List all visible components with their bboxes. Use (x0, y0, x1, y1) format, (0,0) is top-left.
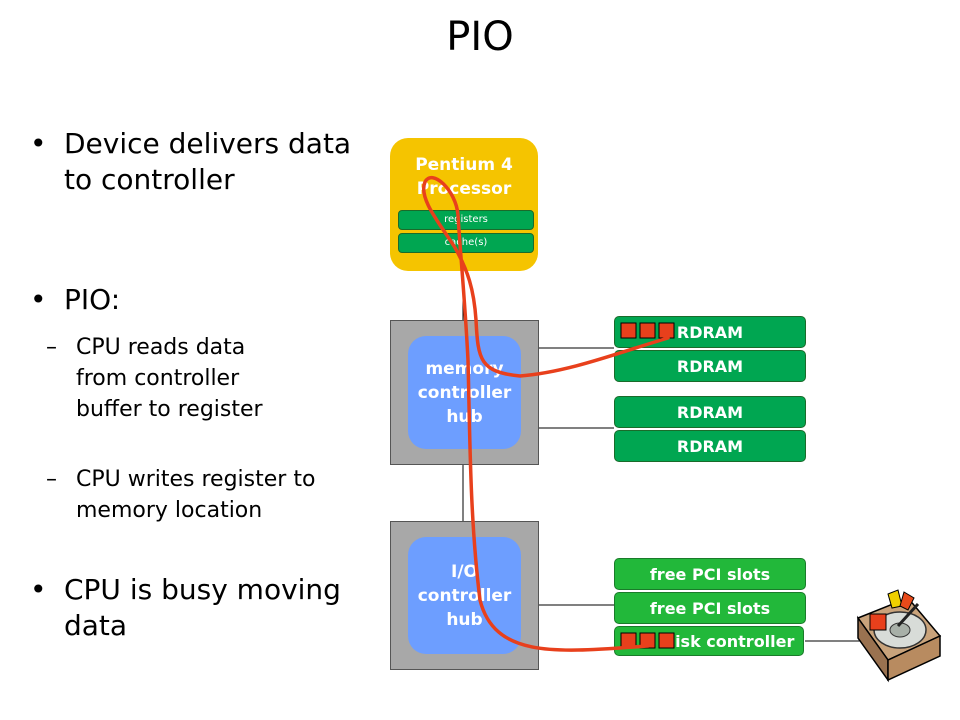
pci-slot: free PCI slots (614, 558, 806, 590)
sub-bullet-item: – CPU writes register to memory location (30, 464, 316, 526)
sub-bullet-marker: – (46, 335, 57, 360)
sub-bullet-text: CPU writes register to memory location (76, 467, 316, 523)
bullet-text: CPU is busy moving data (64, 573, 341, 642)
cpu-label-line2: Processor (416, 179, 512, 199)
rdram-module: RDRAM (614, 430, 806, 462)
pci-slot: free PCI slots (614, 592, 806, 624)
ich-label-line1: I/O (451, 561, 478, 582)
mch-label-line2: controller (417, 382, 512, 403)
cpu-label-line1: Pentium 4 (415, 155, 513, 175)
controller-buffer-square (658, 632, 675, 649)
sub-bullet-marker: – (46, 467, 57, 492)
rdram-module: RDRAM (614, 396, 806, 428)
ich-label-line2: controller (417, 585, 512, 606)
mch-box: memory controller hub (390, 320, 539, 465)
hard-disk-icon (856, 589, 942, 683)
bullet-item: • PIO: (30, 282, 120, 318)
slide-title: PIO (446, 14, 514, 60)
bullet-text: Device delivers data to controller (64, 127, 352, 196)
memory-buffer-square (658, 322, 675, 339)
memory-buffer-square (620, 322, 637, 339)
rdram-module: RDRAM (614, 350, 806, 382)
mch-label-line3: hub (446, 406, 483, 427)
memory-controller-hub: memory controller hub (408, 336, 521, 449)
controller-buffer-square (639, 632, 656, 649)
bullet-marker: • (30, 283, 47, 316)
bullet-marker: • (30, 573, 47, 606)
ich-label-line3: hub (446, 609, 483, 630)
cpu-block: Pentium 4 Processor registers cache(s) (390, 138, 538, 271)
memory-buffer-square (639, 322, 656, 339)
sub-bullet-text: CPU reads data from controller buffer to… (76, 335, 263, 422)
bullet-marker: • (30, 127, 47, 160)
pio-data-path (421, 175, 670, 652)
bullet-item: • Device delivers data to controller (30, 126, 354, 198)
bullet-text: PIO: (64, 283, 121, 316)
sub-bullet-item: – CPU reads data from controller buffer … (30, 332, 286, 425)
caches-block: cache(s) (398, 233, 534, 253)
bullet-item: • CPU is busy moving data (30, 572, 364, 644)
